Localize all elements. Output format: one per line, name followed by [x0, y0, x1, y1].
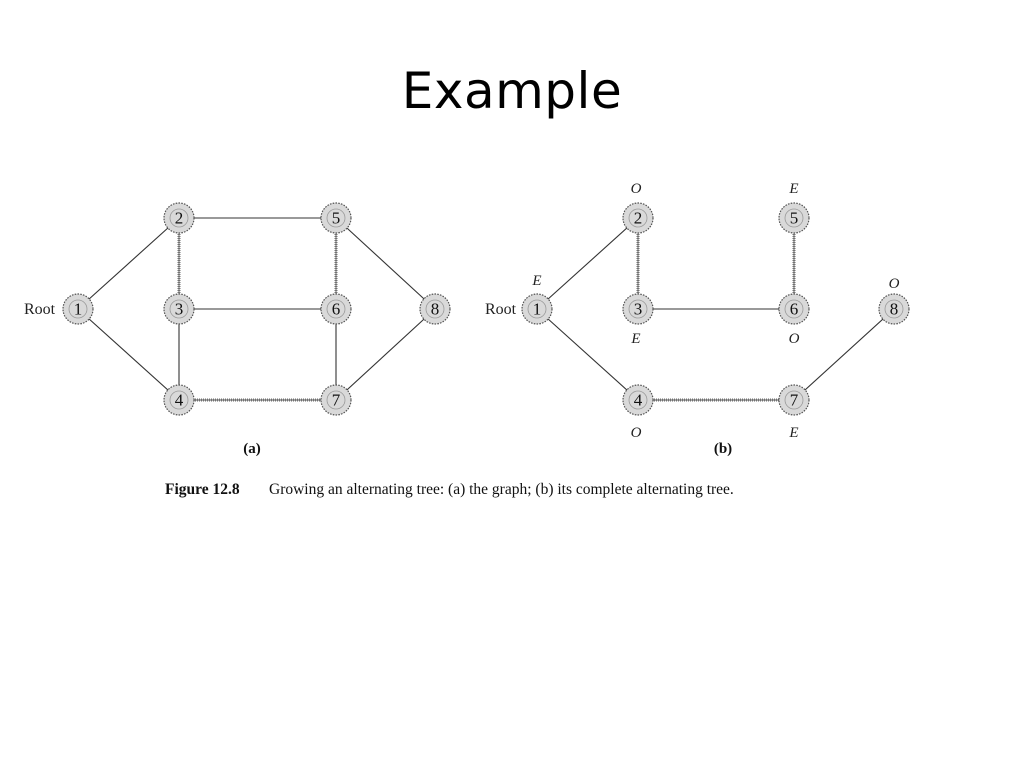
node-a-6-label: 6 — [332, 300, 341, 319]
edge-b-1-4 — [536, 308, 639, 401]
node-a-6: 6 — [320, 293, 352, 325]
node-a-4: 4 — [163, 384, 195, 416]
node-b-2-label: 2 — [634, 209, 643, 228]
edge-a-1-2 — [77, 217, 180, 310]
parity-label-n3: E — [630, 331, 640, 347]
parity-label-n2: O — [631, 181, 642, 197]
node-b-6-label: 6 — [790, 300, 799, 319]
node-b-5: 5 — [778, 202, 810, 234]
panel-a-sub-label: (a) — [243, 441, 261, 457]
node-b-1: 1 — [521, 293, 553, 325]
edge-a-7-8 — [335, 308, 436, 401]
figure-caption-text: Growing an alternating tree: (a) the gra… — [269, 481, 734, 498]
node-b-8-label: 8 — [890, 300, 899, 319]
edge-b-7-8 — [793, 308, 895, 401]
panel-b-tree: 1 2 3 4 5 6 7 — [485, 181, 910, 457]
edge-a-1-4 — [77, 308, 180, 401]
parity-label-n7: E — [788, 425, 798, 441]
node-a-5-label: 5 — [332, 209, 341, 228]
node-b-4: 4 — [622, 384, 654, 416]
root-label-a: Root — [24, 301, 56, 318]
node-a-3-label: 3 — [175, 300, 184, 319]
parity-label-n4: O — [631, 425, 642, 441]
node-a-7: 7 — [320, 384, 352, 416]
node-b-7: 7 — [778, 384, 810, 416]
parity-label-n5: E — [788, 181, 798, 197]
node-b-2: 2 — [622, 202, 654, 234]
node-a-4-label: 4 — [175, 391, 184, 410]
node-b-4-label: 4 — [634, 391, 643, 410]
node-b-8: 8 — [878, 293, 910, 325]
node-a-8-label: 8 — [431, 300, 440, 319]
node-a-7-label: 7 — [332, 391, 341, 410]
node-a-5: 5 — [320, 202, 352, 234]
node-b-5-label: 5 — [790, 209, 799, 228]
parity-label-n1: E — [531, 273, 541, 289]
root-label-b: Root — [485, 301, 517, 318]
figure-caption: Figure 12.8 Growing an alternating tree:… — [165, 481, 734, 498]
node-b-3: 3 — [622, 293, 654, 325]
panel-b-sub-label: (b) — [714, 441, 732, 457]
edge-a-5-8 — [335, 217, 436, 310]
parity-label-n6: O — [789, 331, 800, 347]
parity-label-n8: O — [889, 276, 900, 292]
node-b-7-label: 7 — [790, 391, 799, 410]
node-a-8: 8 — [419, 293, 451, 325]
node-a-2-label: 2 — [175, 209, 184, 228]
node-b-3-label: 3 — [634, 300, 643, 319]
node-b-1-label: 1 — [533, 300, 542, 319]
node-a-1-label: 1 — [74, 300, 83, 319]
node-a-1: 1 — [62, 293, 94, 325]
node-a-3: 3 — [163, 293, 195, 325]
edge-b-1-2 — [536, 217, 639, 310]
panel-a-graph: 1 2 3 4 5 6 7 — [24, 202, 451, 457]
figure-number: Figure 12.8 — [165, 481, 240, 498]
node-a-2: 2 — [163, 202, 195, 234]
node-b-6: 6 — [778, 293, 810, 325]
slide-title: Example — [401, 62, 623, 120]
